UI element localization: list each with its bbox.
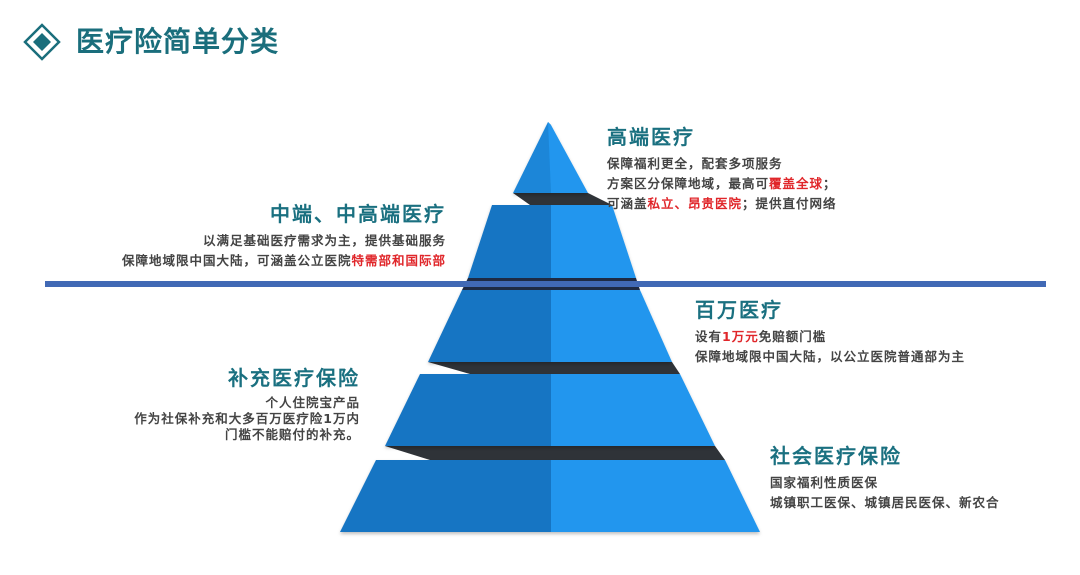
tier-3-line-2: 保障地域限中国大陆，以公立医院普通部为主 (695, 349, 966, 364)
tier-5-line-1: 国家福利性质医保 (770, 475, 879, 490)
diamond-bullet-icon (23, 23, 61, 61)
tier-1-line-1: 保障福利更全，配套多项服务 (607, 156, 783, 171)
page-header: 医疗险简单分类 (22, 22, 279, 62)
tier-5-heading: 社会医疗保险 (770, 444, 902, 468)
tier-4-heading: 补充医疗保险 (228, 366, 360, 390)
tier-2-line-1: 以满足基础医疗需求为主，提供基础服务 (202, 233, 446, 248)
tier-1-line-2: 方案区分保障地域，最高可覆盖全球； (607, 176, 837, 191)
tier-3-label: 百万医疗 设有1万元免赔额门槛 保障地域限中国大陆，以公立医院普通部为主 (695, 297, 965, 367)
tier-2-line-2: 保障地域限中国大陆，可涵盖公立医院特需部和国际部 (121, 253, 446, 268)
tier-1-label: 高端医疗 保障福利更全，配套多项服务 方案区分保障地域，最高可覆盖全球； 可涵盖… (607, 124, 837, 214)
tier-4-line-2: 作为社保补充和大多百万医疗险1万内 (134, 411, 360, 426)
tier-2-heading: 中端、中高端医疗 (270, 202, 446, 226)
tier-5-label: 社会医疗保险 国家福利性质医保 城镇职工医保、城镇居民医保、新农合 (770, 443, 1000, 513)
tier-5-line-2: 城镇职工医保、城镇居民医保、新农合 (770, 495, 1000, 510)
pyramid-tier-5 (340, 460, 760, 532)
tier-4-label: 补充医疗保险 个人住院宝产品 作为社保补充和大多百万医疗险1万内 门槛不能赔付的… (134, 365, 360, 443)
page-title: 医疗险简单分类 (76, 25, 280, 58)
tier-gap-3 (428, 362, 680, 374)
pyramid-tier-4 (385, 374, 715, 446)
pyramid-tier-3 (428, 290, 672, 362)
tier-gap-1 (513, 193, 612, 205)
tier-1-line-3: 可涵盖私立、昂贵医院；提供直付网络 (607, 196, 837, 211)
tier-2-label: 中端、中高端医疗 以满足基础医疗需求为主，提供基础服务 保障地域限中国大陆，可涵… (122, 201, 446, 271)
tier-1-heading: 高端医疗 (607, 125, 695, 149)
pyramid-tier-1 (513, 122, 588, 193)
tier-4-line-1: 个人住院宝产品 (265, 395, 360, 410)
divider-line (45, 281, 1046, 287)
tier-3-heading: 百万医疗 (695, 298, 783, 322)
tier-4-line-3: 门槛不能赔付的补充。 (224, 427, 360, 442)
tier-3-line-1: 设有1万元免赔额门槛 (695, 329, 827, 344)
tier-gap-4 (385, 446, 725, 460)
pyramid-tier-2 (468, 205, 636, 278)
